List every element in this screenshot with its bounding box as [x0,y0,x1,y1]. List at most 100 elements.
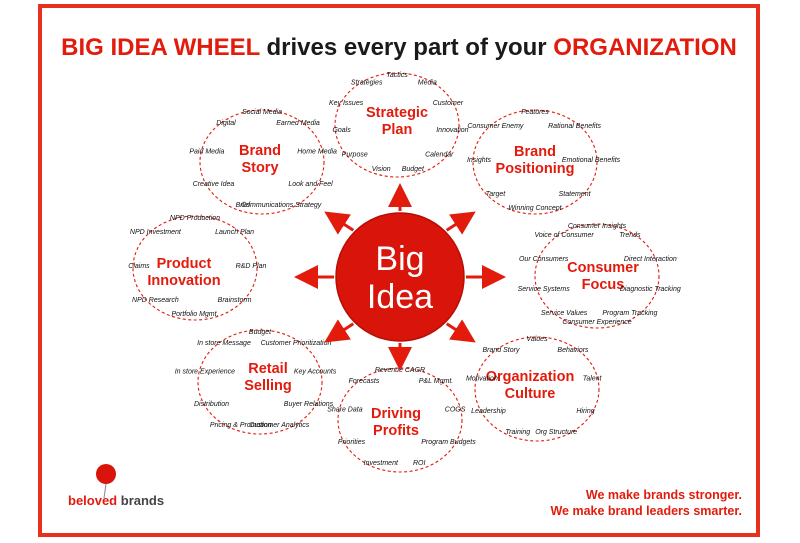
cluster-title-line: Retail [248,361,288,377]
cluster-title-line: Innovation [147,273,220,289]
cluster-item: Diagnostic Tracking [620,286,681,293]
cluster-item: Distribution [194,401,229,408]
cluster-item: Purpose [342,151,368,158]
cluster-title-line: Product [157,256,212,272]
cluster-item: Goals [332,127,351,134]
arrow-retail-selling [324,319,355,343]
cluster-item: Priorities [338,439,366,446]
cluster-title-line: Consumer [567,260,639,276]
cluster-item: Pricing & Promotion [210,422,272,429]
cluster-title-line: Positioning [496,161,575,177]
cluster-item: Key Accounts [294,369,337,376]
arrow-brand-positioning [445,211,476,235]
cluster-item: Communications Strategy [241,202,322,209]
tagline-1: We make brands stronger. [585,488,742,502]
cluster-item: Consumer Insights [568,223,627,230]
cluster-item: Trends [619,232,641,239]
cluster-item: NPD Research [132,297,179,304]
cluster-ring [472,109,598,215]
cluster-item: Features [521,109,549,116]
cluster-title-line: Strategic [366,105,428,121]
cluster-title-line: Focus [582,277,625,293]
cluster-item: Hiring [576,408,594,415]
cluster-item: Program Budgets [421,439,476,446]
cluster-title-line: Brand [514,144,556,160]
cluster-item: Our Consumers [519,256,569,263]
cluster-item: Home Media [297,149,337,156]
beloved-brands-logo [68,460,178,520]
cluster-item: ROI [413,460,426,467]
cluster-item: Brief [236,202,251,209]
cluster-item: Org Structure [535,429,577,436]
title-part-2: drives every part of your [259,34,554,61]
cluster-item: Direct Interaction [624,256,677,263]
cluster-item: Calendar [425,151,454,158]
cluster-item: Launch Plan [215,229,254,236]
cluster-item: Creative Idea [193,181,235,188]
cluster-title-line: Story [241,160,278,176]
cluster-item: Budget [249,329,272,336]
cluster-item: Budget [402,166,425,173]
cluster-item: Media [418,80,437,87]
cluster-title-line: Plan [382,122,413,138]
cluster-item: Service Values [541,310,588,317]
cluster-item: Program Tracking [602,310,657,317]
cluster-item: Talent [583,376,603,383]
cluster-title-line: Organization [486,369,575,385]
cluster-item: Consumer Experience [562,319,631,326]
cluster-item: NPD Production [170,215,220,222]
cluster-item: Look and Feel [288,181,333,188]
cluster-title-line: Profits [373,423,419,439]
tagline-2: We make brand leaders smarter. [550,504,742,518]
cluster-title-line: Selling [244,378,292,394]
cluster-item: Vision [372,166,391,173]
cluster-item: Portfolio Mgmt. [171,311,218,318]
cluster-ring [337,367,463,473]
cluster-item: Brand Story [483,347,520,354]
cluster-item: Forecasts [349,378,380,385]
brand-name: beloved brands [68,493,164,508]
big-idea-circle [335,212,465,342]
cluster-item: Earned Media [276,120,320,127]
cluster-item: Service Systems [518,286,571,293]
cluster-item: Behaviors [557,347,589,354]
cluster-item: Emotional Benefits [562,157,621,164]
cluster-item: COGS [445,407,466,414]
cluster-item: Brainstorm [218,297,252,304]
brand-name-part-2: brands [120,493,165,508]
title-part-3: ORGANIZATION [553,34,737,61]
cluster-item: Customer Analytics [249,422,310,429]
cluster-item: Share Data [327,407,363,414]
cluster-item: Statement [559,191,592,198]
cluster-item: Insights [467,157,492,164]
arrow-organization-culture [445,319,476,343]
cluster-ring [474,336,600,442]
title-part-1: BIG IDEA WHEEL [61,34,260,61]
brand-name-part-1: beloved [68,493,118,508]
cluster-item: Revenue CAGR [375,367,425,374]
cluster-item: Buyer Relations [284,401,334,408]
cluster-item: Tactics [386,72,408,79]
cluster-ring [199,109,325,215]
cluster-item: Digital [216,120,236,127]
arrow-brand-story [324,211,355,235]
big-idea-line-1: Big [375,240,424,278]
cluster-item: R&D Plan [236,263,267,270]
cluster-item: Customer [433,100,464,107]
cluster-item: P&L Mgmt. [419,378,454,385]
cluster-item: Rational Benefits [548,123,601,130]
cluster-ring [334,72,460,178]
cluster-item: In store Message [197,340,251,347]
cluster-ring [132,215,258,321]
cluster-ring [197,329,323,435]
cluster-item: Innovation [436,127,468,134]
balloon-icon [96,464,116,484]
cluster-title-line: Brand [239,143,281,159]
cluster-item: Strategies [351,80,383,87]
